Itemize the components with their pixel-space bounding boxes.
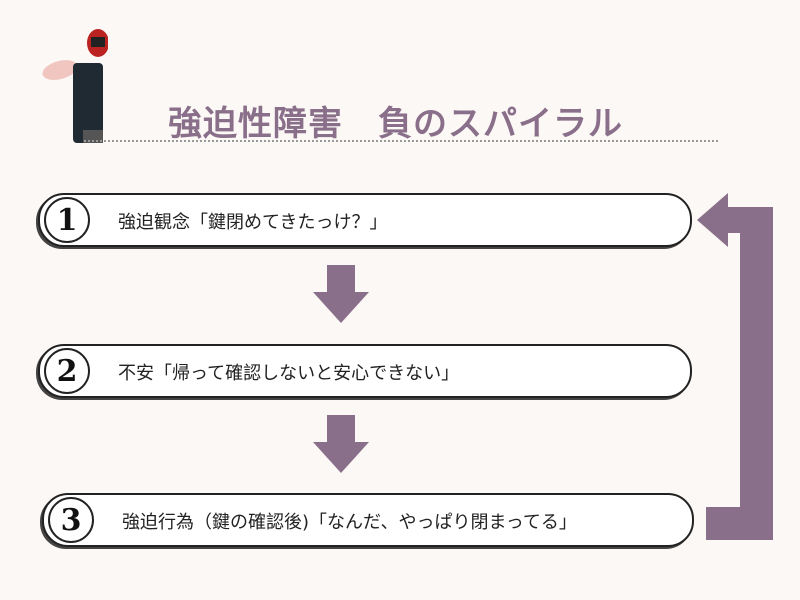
page-title: 強迫性障害 負のスパイラル bbox=[168, 104, 623, 144]
step-text: 強迫行為（鍵の確認後)「なんだ、やっぱり閉まってる」 bbox=[122, 512, 577, 533]
person-illustration bbox=[42, 29, 108, 143]
return-arrow-icon bbox=[697, 193, 773, 540]
step-3-box: 3 強迫行為（鍵の確認後)「なんだ、やっぱり閉まってる」 bbox=[42, 493, 694, 547]
step-2-box: 2 不安「帰って確認しないと安心できない」 bbox=[38, 344, 692, 398]
step-1-box: 1 強迫観念「鍵閉めてきたっけ？」 bbox=[38, 193, 692, 247]
step-text: 不安「帰って確認しないと安心できない」 bbox=[118, 363, 460, 384]
arrow-down-icon bbox=[313, 265, 369, 323]
step-number: 2 bbox=[44, 348, 90, 394]
step-number: 1 bbox=[44, 197, 90, 243]
step-text: 強迫観念「鍵閉めてきたっけ？」 bbox=[118, 212, 388, 233]
arrow-down-icon bbox=[313, 415, 369, 473]
title-divider bbox=[84, 140, 718, 142]
step-number: 3 bbox=[48, 497, 94, 543]
